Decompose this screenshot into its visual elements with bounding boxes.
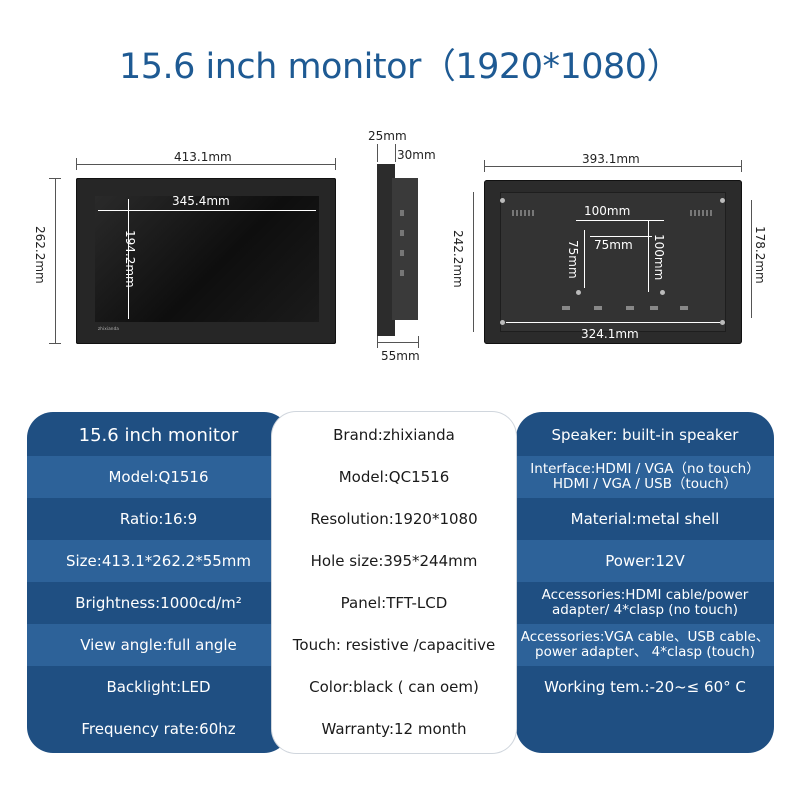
front-width-line bbox=[76, 164, 336, 165]
side-port-1 bbox=[400, 210, 404, 216]
spec-column-middle bbox=[272, 412, 516, 753]
vesa-outer-w-line bbox=[576, 220, 664, 221]
left-stripe-2 bbox=[27, 540, 290, 582]
front-width-label: 413.1mm bbox=[174, 150, 232, 164]
port-1 bbox=[562, 306, 570, 310]
vesa-inner-w-label: 75mm bbox=[594, 238, 633, 252]
side-top-tick-left bbox=[377, 144, 378, 162]
back-bottom-line bbox=[506, 322, 720, 323]
vesa-inner-h-label: 75mm bbox=[566, 240, 580, 279]
side-right-label: 30mm bbox=[397, 148, 436, 162]
right-stripe-3 bbox=[516, 624, 774, 666]
spec-mid-touch: Touch: resistive /capacitive bbox=[292, 635, 496, 654]
screen-height-label: 194.2mm bbox=[123, 230, 137, 288]
spec-left-backlight: Backlight:LED bbox=[106, 677, 211, 696]
spec-mid-resolution: Resolution:1920*1080 bbox=[310, 509, 478, 528]
port-2 bbox=[594, 306, 602, 310]
brand-mark: zhixianda bbox=[98, 326, 120, 331]
screen-width-label: 345.4mm bbox=[172, 194, 230, 208]
spec-right-acc2-line2: power adapter、 4*clasp (touch) bbox=[535, 644, 755, 660]
mount-hole-tr bbox=[720, 198, 725, 203]
vesa-inner-h-line bbox=[584, 230, 585, 288]
spec-right-accessories-no-touch: Accessories:HDMI cable/power adapter/ 4*… bbox=[516, 582, 774, 624]
spec-right-interface-line1: Interface:HDMI / VGA（no touch） bbox=[530, 461, 760, 477]
right-stripe-2 bbox=[516, 540, 774, 582]
vesa-outer-h-label: 100mm bbox=[652, 234, 666, 281]
spec-left-model: Model:Q1516 bbox=[108, 467, 209, 486]
front-height-tick-top bbox=[49, 178, 61, 179]
front-height-label: 262.2mm bbox=[33, 226, 47, 284]
spec-right-material: Material:metal shell bbox=[570, 509, 720, 528]
side-top-label: 25mm bbox=[368, 129, 407, 143]
back-width-line bbox=[484, 166, 742, 167]
back-height-left-line bbox=[473, 192, 474, 332]
front-height-tick-bottom bbox=[49, 343, 61, 344]
back-width-tick-right bbox=[741, 160, 742, 172]
spec-mid-warranty: Warranty:12 month bbox=[321, 719, 467, 738]
spec-right-working-temp: Working tem.:-20~≤ 60° C bbox=[544, 677, 746, 696]
spec-left-ratio: Ratio:16:9 bbox=[119, 509, 198, 528]
spec-left-header: 15.6 inch monitor bbox=[78, 424, 239, 446]
vesa-outer-h-line bbox=[648, 220, 649, 292]
port-3 bbox=[626, 306, 634, 310]
vesa-inner-w-line bbox=[590, 236, 652, 237]
vent-right bbox=[690, 210, 712, 216]
spec-right-interface-line2: HDMI / VGA / USB（touch） bbox=[552, 476, 738, 492]
spec-mid-model: Model:QC1516 bbox=[338, 467, 450, 486]
back-height-right-label: 178.2mm bbox=[753, 226, 767, 284]
spec-right-power: Power:12V bbox=[605, 551, 685, 570]
front-screen bbox=[95, 196, 319, 322]
mount-hole-bl bbox=[500, 320, 505, 325]
side-bottom-tick-right bbox=[418, 336, 419, 348]
spec-left-brightness: Brightness:1000cd/m² bbox=[75, 593, 242, 612]
spec-mid-color: Color:black ( can oem) bbox=[309, 677, 479, 696]
spec-left-size: Size:413.1*262.2*55mm bbox=[65, 551, 252, 570]
mount-hole-br bbox=[720, 320, 725, 325]
side-port-2 bbox=[400, 230, 404, 236]
right-stripe-1 bbox=[516, 456, 774, 498]
front-width-tick-left bbox=[76, 158, 77, 170]
spec-right-acc1-line1: Accessories:HDMI cable/power bbox=[541, 587, 749, 603]
vesa-hole-bl bbox=[576, 290, 581, 295]
spec-right-interface: Interface:HDMI / VGA（no touch） HDMI / VG… bbox=[516, 456, 774, 498]
side-port-4 bbox=[400, 270, 404, 276]
spec-right-acc1-line2: adapter/ 4*clasp (no touch) bbox=[551, 602, 739, 618]
side-top-tick-right bbox=[395, 144, 396, 162]
screen-width-line bbox=[98, 210, 316, 211]
side-bottom-tick-left bbox=[377, 336, 378, 348]
spec-mid-hole-size: Hole size:395*244mm bbox=[310, 551, 478, 570]
spec-left-view-angle: View angle:full angle bbox=[80, 635, 237, 654]
front-width-tick-right bbox=[335, 158, 336, 170]
spec-right-speaker: Speaker: built-in speaker bbox=[551, 425, 739, 444]
vesa-outer-w-label: 100mm bbox=[584, 204, 631, 218]
back-bottom-label: 324.1mm bbox=[581, 327, 639, 341]
side-back bbox=[392, 178, 418, 320]
spec-mid-brand: Brand:zhixianda bbox=[333, 425, 455, 444]
port-4 bbox=[650, 306, 658, 310]
left-stripe-1 bbox=[27, 456, 290, 498]
spec-right-acc2-line1: Accessories:VGA cable、USB cable、 bbox=[520, 629, 770, 645]
port-5 bbox=[680, 306, 688, 310]
side-bottom-line bbox=[377, 342, 419, 343]
back-panel bbox=[500, 192, 726, 332]
side-bottom-label: 55mm bbox=[381, 349, 420, 363]
back-width-label: 393.1mm bbox=[582, 152, 640, 166]
vesa-hole-br bbox=[660, 290, 665, 295]
left-stripe-3 bbox=[27, 624, 290, 666]
page-title: 15.6 inch monitor（1920*1080） bbox=[118, 47, 682, 87]
side-body bbox=[377, 164, 395, 336]
back-height-right-line bbox=[751, 200, 752, 318]
mount-hole-tl bbox=[500, 198, 505, 203]
front-height-line bbox=[55, 178, 56, 344]
spec-left-frequency: Frequency rate:60hz bbox=[81, 719, 236, 738]
side-port-3 bbox=[400, 250, 404, 256]
spec-right-accessories-touch: Accessories:VGA cable、USB cable、 power a… bbox=[516, 624, 774, 666]
back-width-tick-left bbox=[484, 160, 485, 172]
screen-height-line bbox=[128, 199, 129, 319]
vent-left bbox=[512, 210, 534, 216]
back-height-left-label: 242.2mm bbox=[451, 230, 465, 288]
spec-mid-panel: Panel:TFT-LCD bbox=[340, 593, 448, 612]
